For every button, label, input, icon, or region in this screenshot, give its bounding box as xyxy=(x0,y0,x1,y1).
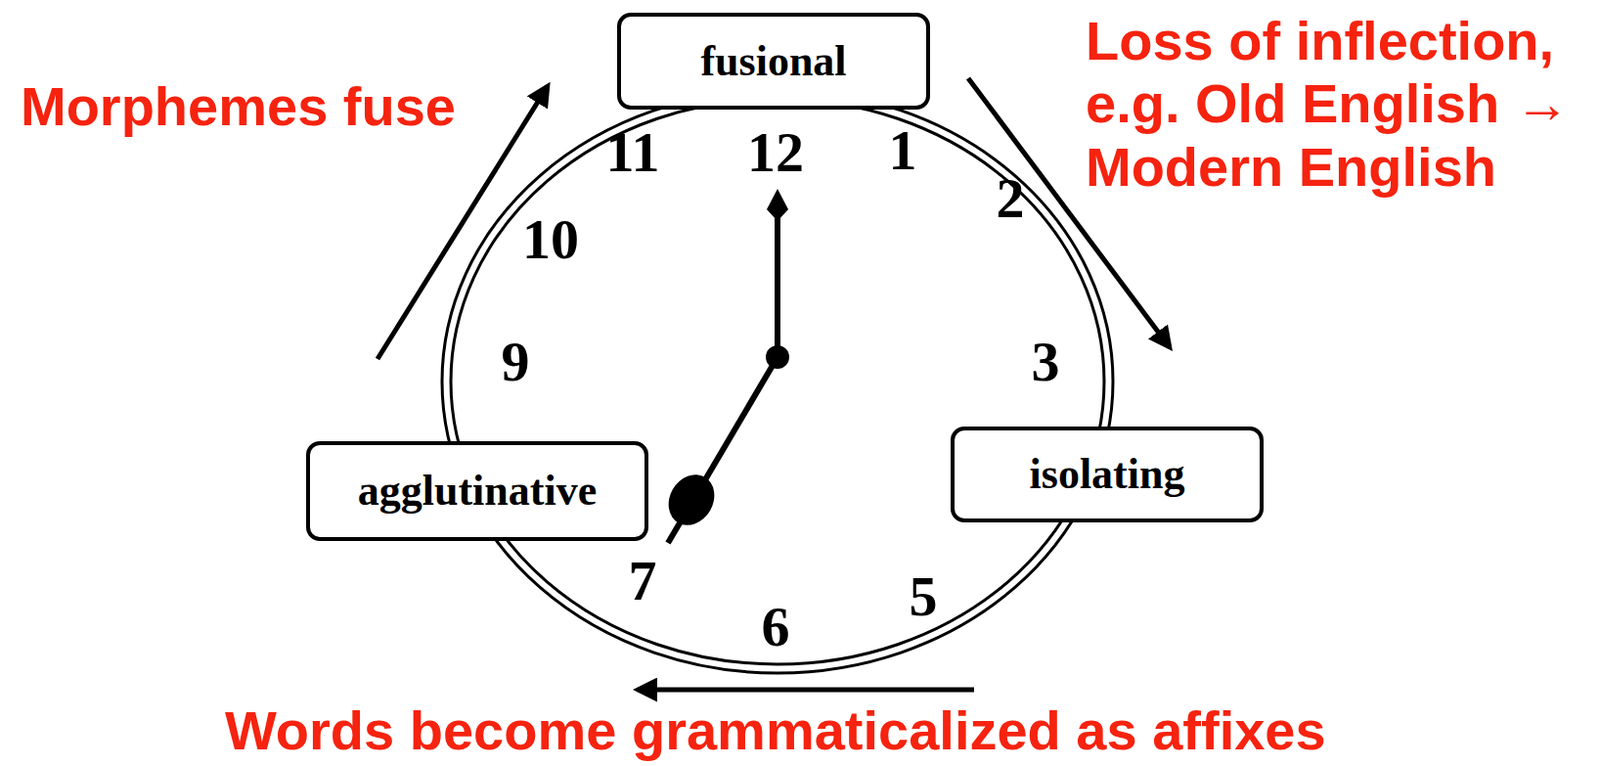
clock-numeral: 1 xyxy=(888,122,918,179)
annotation-text: Words become grammaticalized as affixes xyxy=(224,702,1327,760)
type-label: agglutinative xyxy=(357,469,597,513)
clock-numeral: 3 xyxy=(1031,333,1061,391)
clock-hand-12 xyxy=(774,200,781,357)
hand-weight xyxy=(659,466,723,534)
type-label: isolating xyxy=(1029,452,1186,496)
clock-numeral: 9 xyxy=(501,333,531,391)
clock-numeral: 6 xyxy=(761,598,791,656)
type-label: fusional xyxy=(700,40,846,84)
clock-numeral: 5 xyxy=(909,568,938,625)
clock-numeral: 10 xyxy=(522,211,579,268)
annotation-text: Loss of inflection, e.g. Old English → M… xyxy=(1085,9,1595,199)
type-box: isolating xyxy=(950,426,1264,523)
annotation-text: Morphemes fuse xyxy=(20,78,456,136)
clock-numeral: 7 xyxy=(628,552,658,610)
cycle-arrow xyxy=(637,687,975,693)
clock-numeral: 12 xyxy=(747,124,804,181)
clock-rim-inner xyxy=(450,98,1105,665)
clock-numeral: 11 xyxy=(606,124,661,181)
clock-rim-outer xyxy=(442,89,1113,673)
hand-tip xyxy=(766,188,789,222)
clock-numeral: 2 xyxy=(996,170,1025,227)
type-box: fusional xyxy=(617,12,931,110)
type-box: agglutinative xyxy=(306,441,649,541)
clock-center xyxy=(765,345,790,369)
